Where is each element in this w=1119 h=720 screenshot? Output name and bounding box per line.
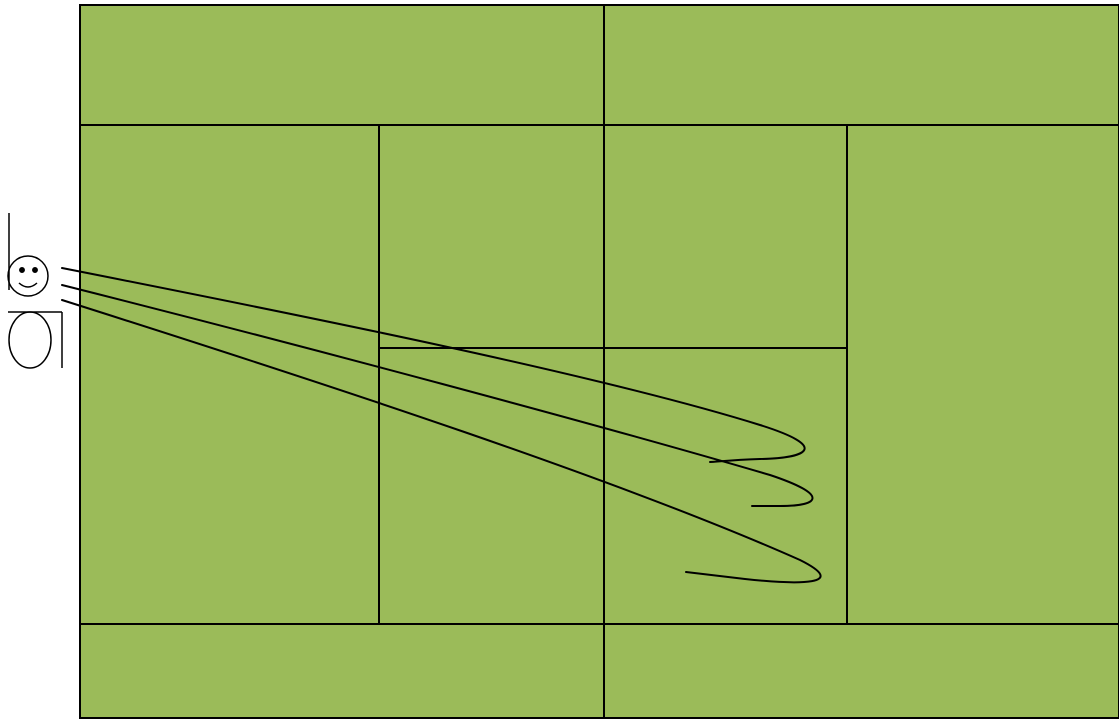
court xyxy=(80,5,1119,718)
player-right-eye xyxy=(33,268,37,272)
court-surface xyxy=(80,5,1119,718)
player-left-eye xyxy=(20,268,24,272)
